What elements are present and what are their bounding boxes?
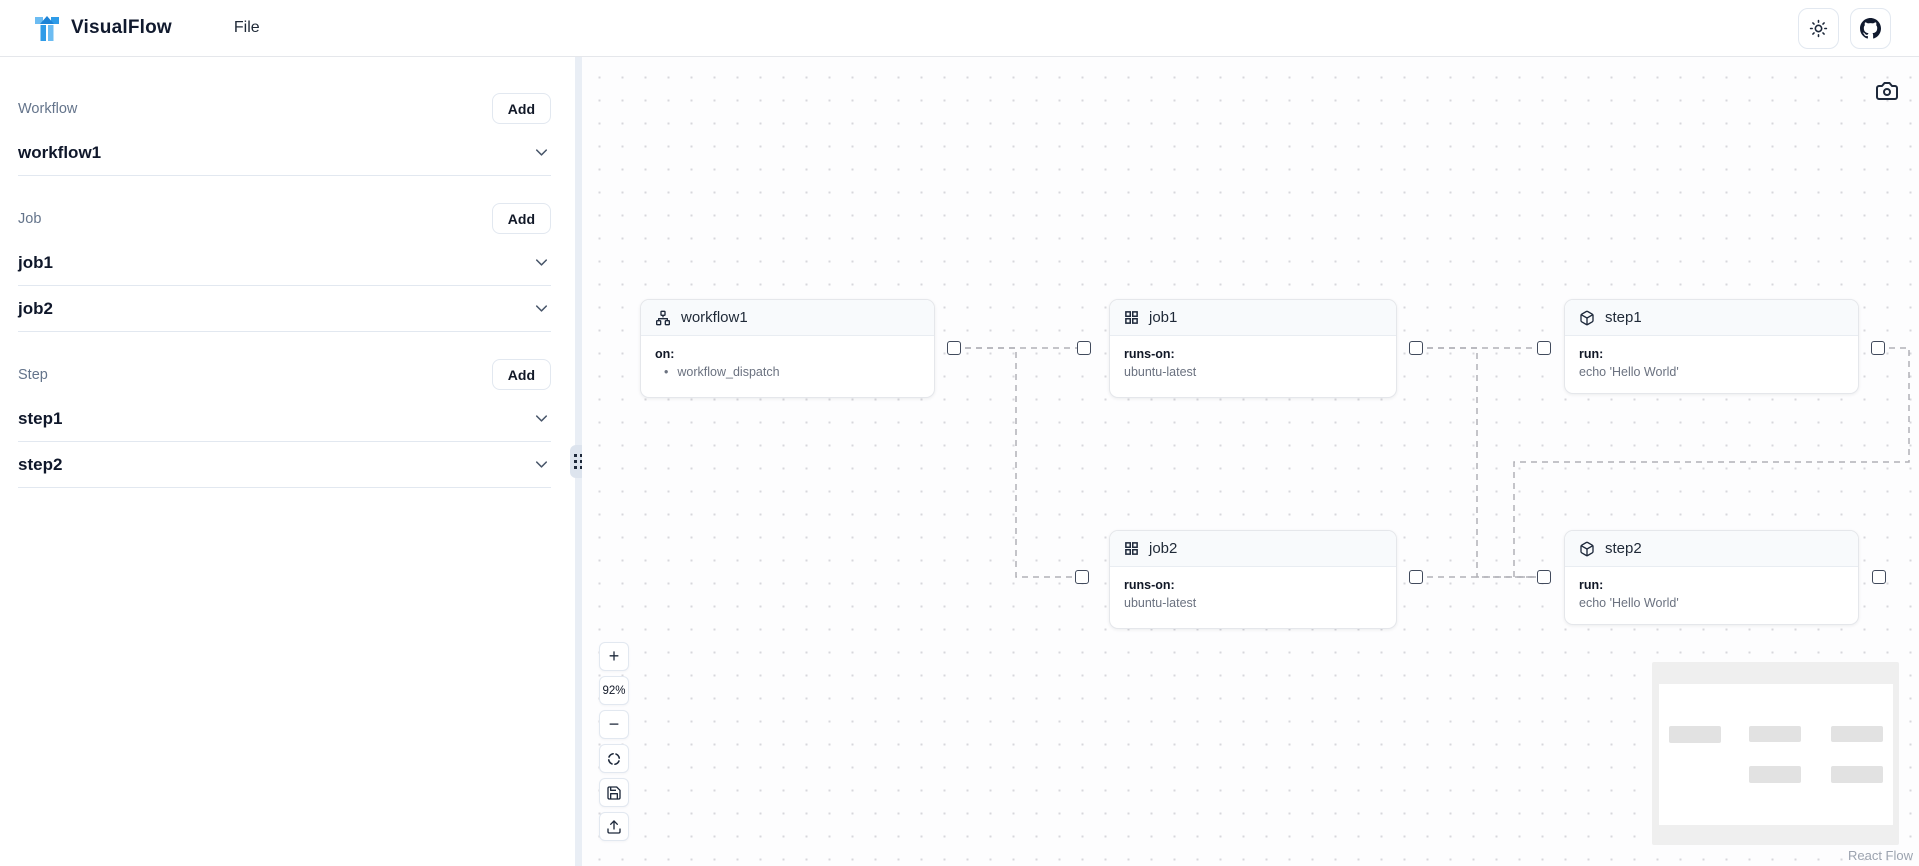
sidebar-item-workflow1[interactable]: workflow1 <box>18 130 551 176</box>
chevron-down-icon[interactable] <box>532 253 551 272</box>
flow-canvas[interactable]: workflow1 on: workflow_dispatch jo <box>582 57 1919 866</box>
edge-workflow1-job2 <box>954 347 1082 578</box>
field-label: on: <box>655 347 675 361</box>
node-step1[interactable]: step1 run: echo 'Hello World' <box>1564 299 1859 394</box>
zoom-out-button[interactable]: − <box>599 710 629 739</box>
handle-job1-source[interactable] <box>1409 341 1423 355</box>
node-header: step1 <box>1565 300 1858 336</box>
node-title: workflow1 <box>681 309 748 326</box>
field-label: runs-on: <box>1124 347 1175 361</box>
navbar: VisualFlow File <box>0 0 1919 57</box>
handle-step1-target[interactable] <box>1537 341 1551 355</box>
field-value: ubuntu-latest <box>1124 365 1197 379</box>
handle-step2-target[interactable] <box>1537 570 1551 584</box>
field-value: echo 'Hello World' <box>1579 365 1679 379</box>
node-title: step2 <box>1605 540 1642 557</box>
node-body: run: echo 'Hello World' <box>1565 336 1858 390</box>
handle-job2-target[interactable] <box>1075 570 1089 584</box>
github-button[interactable] <box>1850 7 1891 49</box>
edge-job1-step2 <box>1416 347 1544 578</box>
node-title: job2 <box>1149 540 1178 557</box>
minimap-node-job2 <box>1749 766 1801 783</box>
field-value: ubuntu-latest <box>1124 596 1197 610</box>
workflow-section-label: Workflow <box>18 100 78 117</box>
zoom-in-button[interactable]: + <box>599 642 629 671</box>
field-value: echo 'Hello World' <box>1579 596 1679 610</box>
step-section: Step Add step1 step2 <box>18 359 551 488</box>
brand: VisualFlow <box>34 13 172 43</box>
step-box-icon <box>1579 541 1595 557</box>
github-icon <box>1860 17 1881 39</box>
zoom-controls: + 92% − <box>599 642 629 841</box>
add-job-button[interactable]: Add <box>491 203 551 234</box>
node-step2[interactable]: step2 run: echo 'Hello World' <box>1564 530 1859 625</box>
minimap-node-workflow1 <box>1669 726 1721 743</box>
minimap-viewport <box>1659 684 1893 825</box>
fit-view-button[interactable] <box>599 744 629 773</box>
node-title: job1 <box>1149 309 1178 326</box>
minimap-node-step2 <box>1831 766 1883 783</box>
node-header: workflow1 <box>641 300 934 336</box>
workflow-icon <box>655 310 671 326</box>
sidebar-resizer[interactable] <box>570 57 587 866</box>
step-section-label: Step <box>18 366 48 383</box>
chevron-down-icon[interactable] <box>532 409 551 428</box>
theme-toggle-button[interactable] <box>1798 7 1839 49</box>
node-body: runs-on: ubuntu-latest <box>1110 336 1396 390</box>
camera-icon <box>1875 79 1899 103</box>
minimap-node-job1 <box>1749 726 1801 742</box>
screenshot-button[interactable] <box>1875 79 1899 103</box>
sidebar-item-job1[interactable]: job1 <box>18 240 551 286</box>
minimap[interactable] <box>1652 662 1899 845</box>
node-body: on: workflow_dispatch <box>641 336 934 390</box>
upload-button[interactable] <box>599 812 629 841</box>
job-section-label: Job <box>18 210 42 227</box>
visualflow-logo-icon <box>34 13 60 43</box>
sidebar-item-job2[interactable]: job2 <box>18 286 551 332</box>
add-step-button[interactable]: Add <box>491 359 551 390</box>
sidebar-item-step2[interactable]: step2 <box>18 442 551 488</box>
job-section: Job Add job1 job2 <box>18 203 551 332</box>
node-header: job2 <box>1110 531 1396 567</box>
chevron-down-icon[interactable] <box>532 143 551 162</box>
node-body: run: echo 'Hello World' <box>1565 567 1858 621</box>
node-title: step1 <box>1605 309 1642 326</box>
field-label: runs-on: <box>1124 578 1175 592</box>
step-box-icon <box>1579 310 1595 326</box>
fit-view-icon <box>606 751 622 767</box>
handle-workflow1-source[interactable] <box>947 341 961 355</box>
save-icon <box>606 785 622 801</box>
sun-icon <box>1809 19 1828 38</box>
react-flow-attribution: React Flow <box>1847 848 1913 863</box>
node-job1[interactable]: job1 runs-on: ubuntu-latest <box>1109 299 1397 398</box>
minimap-node-step1 <box>1831 726 1883 742</box>
app-title: VisualFlow <box>71 17 172 38</box>
node-header: step2 <box>1565 531 1858 567</box>
chevron-down-icon[interactable] <box>532 299 551 318</box>
add-workflow-button[interactable]: Add <box>491 93 551 124</box>
field-label: run: <box>1579 578 1604 592</box>
save-button[interactable] <box>599 778 629 807</box>
node-header: job1 <box>1110 300 1396 336</box>
handle-step2-source[interactable] <box>1872 570 1886 584</box>
upload-icon <box>606 819 622 835</box>
job-grid-icon <box>1124 310 1139 325</box>
chevron-down-icon[interactable] <box>532 455 551 474</box>
handle-job2-source[interactable] <box>1409 570 1423 584</box>
grip-dots-icon <box>574 454 583 469</box>
node-job2[interactable]: job2 runs-on: ubuntu-latest <box>1109 530 1397 629</box>
field-label: run: <box>1579 347 1604 361</box>
job-grid-icon <box>1124 541 1139 556</box>
handle-step1-source[interactable] <box>1871 341 1885 355</box>
node-workflow1[interactable]: workflow1 on: workflow_dispatch <box>640 299 935 398</box>
zoom-level: 92% <box>599 676 629 705</box>
workflow-section: Workflow Add workflow1 <box>18 93 551 176</box>
node-body: runs-on: ubuntu-latest <box>1110 567 1396 621</box>
file-menu[interactable]: File <box>233 19 260 36</box>
field-value: workflow_dispatch <box>655 363 920 381</box>
sidebar: Workflow Add workflow1 Job Add job1 <box>0 57 575 866</box>
handle-job1-target[interactable] <box>1077 341 1091 355</box>
sidebar-item-step1[interactable]: step1 <box>18 396 551 442</box>
